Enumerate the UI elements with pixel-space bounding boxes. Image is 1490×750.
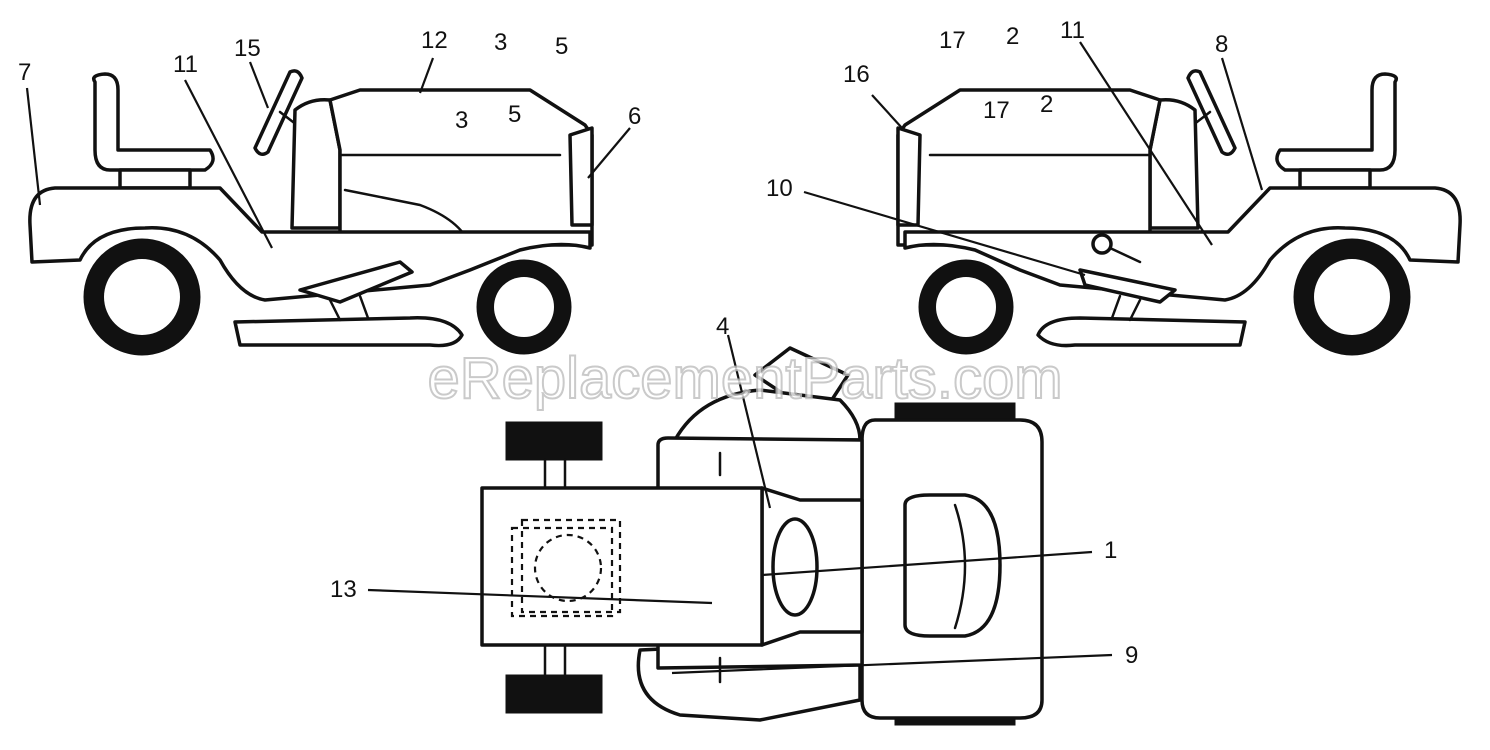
watermark-text: eReplacementParts.com (427, 346, 1062, 411)
right-lever (1108, 246, 1142, 264)
left-deck-mount (328, 294, 370, 322)
top-front-axle-upper (543, 458, 567, 490)
right-front-hub (936, 277, 996, 337)
left-front-hub (494, 277, 554, 337)
right-rear-hub (1314, 259, 1390, 335)
label-5-on-hood: 5 (508, 101, 521, 128)
callout-17: 17 (939, 27, 966, 54)
left-steering-wheel (253, 69, 304, 156)
left-grille (568, 126, 594, 227)
leader-12 (418, 57, 435, 94)
callout-3: 3 (494, 29, 507, 56)
right-seat-base (1298, 168, 1372, 190)
left-rear-hub (104, 259, 180, 335)
callouts: 7 11 15 12 3 5 6 16 17 2 11 8 10 4 1 13 … (18, 17, 1228, 669)
callout-8: 8 (1215, 31, 1228, 58)
top-steering-wheel (771, 517, 819, 617)
top-engine-outline (510, 526, 614, 618)
leader-9 (671, 653, 1113, 675)
top-air-filter (533, 533, 603, 603)
top-seat (903, 493, 1002, 638)
top-seat-back (953, 503, 967, 630)
callout-10: 10 (766, 175, 793, 202)
callout-13: 13 (330, 576, 357, 603)
callout-5: 5 (555, 33, 568, 60)
top-front-axle-lower (543, 643, 567, 677)
label-2-on-hood: 2 (1040, 91, 1053, 118)
callout-16: 16 (843, 61, 870, 88)
right-side-view (896, 69, 1462, 356)
callout-6: 6 (628, 103, 641, 130)
right-lever-knob (1091, 233, 1113, 255)
callout-4: 4 (716, 313, 729, 340)
left-seat (92, 72, 215, 172)
leader-16 (871, 94, 903, 129)
top-hood (480, 486, 764, 647)
right-mower-deck (1036, 316, 1247, 348)
left-body (28, 186, 592, 302)
left-side-view (28, 69, 594, 356)
leader-11-right (1079, 41, 1213, 246)
top-front-tire-lower (505, 674, 603, 714)
left-mower-deck (233, 316, 464, 348)
callout-11-left: 11 (173, 51, 198, 78)
right-grille (896, 126, 922, 227)
right-pedal (1078, 268, 1177, 304)
callout-2: 2 (1006, 23, 1019, 50)
left-seat-base (118, 168, 192, 190)
callout-1: 1 (1104, 537, 1117, 564)
leader-7 (25, 87, 42, 206)
top-deck-top (673, 388, 862, 442)
right-deck-mount (1110, 294, 1142, 322)
right-body (903, 186, 1462, 302)
callout-15: 15 (234, 35, 261, 62)
leader-10 (803, 190, 1086, 277)
callout-11-right: 11 (1060, 17, 1085, 44)
right-hood (896, 88, 1162, 247)
callout-12: 12 (421, 27, 448, 54)
left-pedal (298, 260, 414, 304)
on-part-labels: 3 5 17 2 (455, 91, 1053, 134)
leader-4 (726, 334, 772, 509)
leader-6 (587, 127, 631, 179)
top-view (480, 346, 1044, 726)
leader-11-left (184, 79, 273, 249)
leader-13 (367, 588, 713, 605)
top-front-tire-upper (505, 421, 603, 461)
callout-7: 7 (18, 59, 31, 86)
top-engine-outline-inner (520, 518, 622, 614)
leader-1 (761, 550, 1093, 577)
label-17-on-hood: 17 (983, 97, 1010, 124)
leader-8 (1220, 57, 1264, 191)
leader-lines (25, 41, 1264, 675)
right-seat (1275, 72, 1398, 172)
label-3-on-hood: 3 (455, 107, 468, 134)
leader-15 (248, 61, 270, 109)
right-steering-wheel (1186, 69, 1237, 156)
callout-9: 9 (1125, 642, 1138, 669)
